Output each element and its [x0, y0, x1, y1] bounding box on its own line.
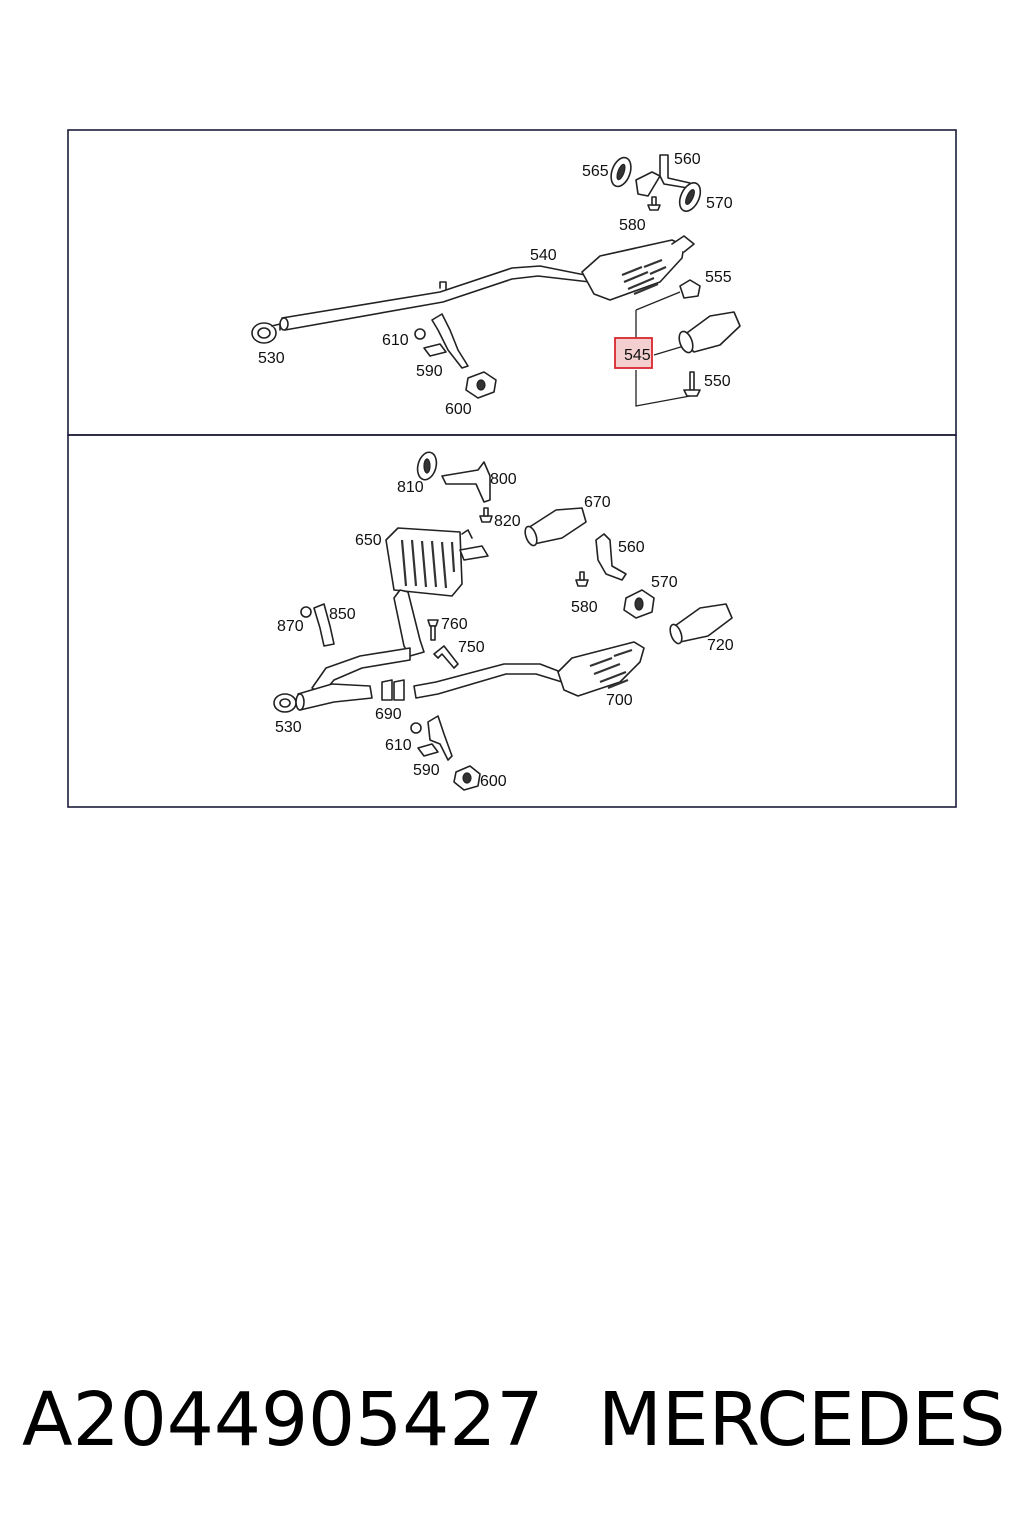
rubber-mount-570-bottom [623, 589, 655, 619]
part-number-caption: A2044905427 [22, 1377, 544, 1463]
pipe-700 [413, 663, 567, 699]
pipe-650 [393, 589, 425, 657]
bottom-panel-frame [67, 434, 957, 808]
label-570[interactable]: 570 [706, 195, 733, 212]
bolt-760 [427, 619, 439, 641]
label-720[interactable]: 720 [707, 637, 734, 654]
tailpipe-trim-545 [678, 311, 741, 354]
label-600-bottom[interactable]: 600 [480, 773, 507, 790]
rear-muffler-650 [385, 527, 489, 597]
tailpipe-trim-670 [524, 507, 587, 547]
label-580[interactable]: 580 [619, 217, 646, 234]
exhaust-parts-diagram: 545 565 560 570 580 540 555 530 610 590 … [67, 129, 957, 808]
tailpipe-trim-720 [669, 603, 733, 645]
label-750[interactable]: 750 [458, 639, 485, 656]
screw-550 [683, 371, 701, 397]
clamp-530 [251, 322, 281, 344]
bracket-850 [313, 603, 335, 647]
rear-muffler-700 [557, 641, 645, 697]
leader-545 [635, 291, 691, 407]
front-pipe [297, 683, 373, 711]
top-panel-frame [67, 129, 957, 436]
hanger-bracket-590 [423, 313, 469, 369]
label-565[interactable]: 565 [582, 163, 609, 180]
top-panel: 545 565 560 570 580 540 555 530 610 590 … [251, 151, 741, 418]
clip-555 [679, 279, 701, 299]
label-600[interactable]: 600 [445, 401, 472, 418]
clamp-690 [381, 679, 405, 701]
nut-610 [414, 328, 426, 340]
label-690[interactable]: 690 [375, 706, 402, 723]
label-530[interactable]: 530 [258, 350, 285, 367]
label-800[interactable]: 800 [490, 471, 517, 488]
label-580-bottom[interactable]: 580 [571, 599, 598, 616]
bolt-820 [479, 507, 493, 523]
label-550[interactable]: 550 [704, 373, 731, 390]
label-650[interactable]: 650 [355, 532, 382, 549]
rubber-mount-570 [678, 182, 702, 212]
rubber-mount-600-bottom [453, 765, 481, 791]
label-810[interactable]: 810 [397, 479, 424, 496]
label-545[interactable]: 545 [624, 347, 651, 364]
label-570-bottom[interactable]: 570 [651, 574, 678, 591]
label-560[interactable]: 560 [674, 151, 701, 168]
bolt-580-bottom [575, 571, 589, 587]
bottom-panel: 810 800 820 670 650 560 570 580 870 850 … [273, 451, 734, 791]
highlight-box-545 [614, 337, 653, 369]
rubber-mount-565 [610, 156, 632, 188]
label-560-bottom[interactable]: 560 [618, 539, 645, 556]
label-820[interactable]: 820 [494, 513, 521, 530]
label-610-bottom[interactable]: 610 [385, 737, 412, 754]
hanger-750 [433, 645, 459, 669]
label-540[interactable]: 540 [530, 247, 557, 264]
hanger-bracket-590-bottom [427, 715, 453, 761]
nut-610-bottom [410, 722, 422, 734]
clamp-530-bottom [273, 693, 297, 713]
label-760[interactable]: 760 [441, 616, 468, 633]
bracket-800 [441, 461, 491, 503]
label-850[interactable]: 850 [329, 606, 356, 623]
nut-870 [300, 606, 312, 618]
label-610[interactable]: 610 [382, 332, 409, 349]
label-870[interactable]: 870 [277, 618, 304, 635]
label-555[interactable]: 555 [705, 269, 732, 286]
label-670[interactable]: 670 [584, 494, 611, 511]
label-700[interactable]: 700 [606, 692, 633, 709]
bracket-560-bottom [595, 533, 627, 581]
label-590-bottom[interactable]: 590 [413, 762, 440, 779]
label-530-bottom[interactable]: 530 [275, 719, 302, 736]
brand-caption: MERCEDES [598, 1377, 1006, 1463]
rubber-mount-810 [416, 451, 438, 481]
rubber-mount-600 [465, 371, 497, 399]
label-590[interactable]: 590 [416, 363, 443, 380]
bolt-580 [647, 196, 661, 211]
